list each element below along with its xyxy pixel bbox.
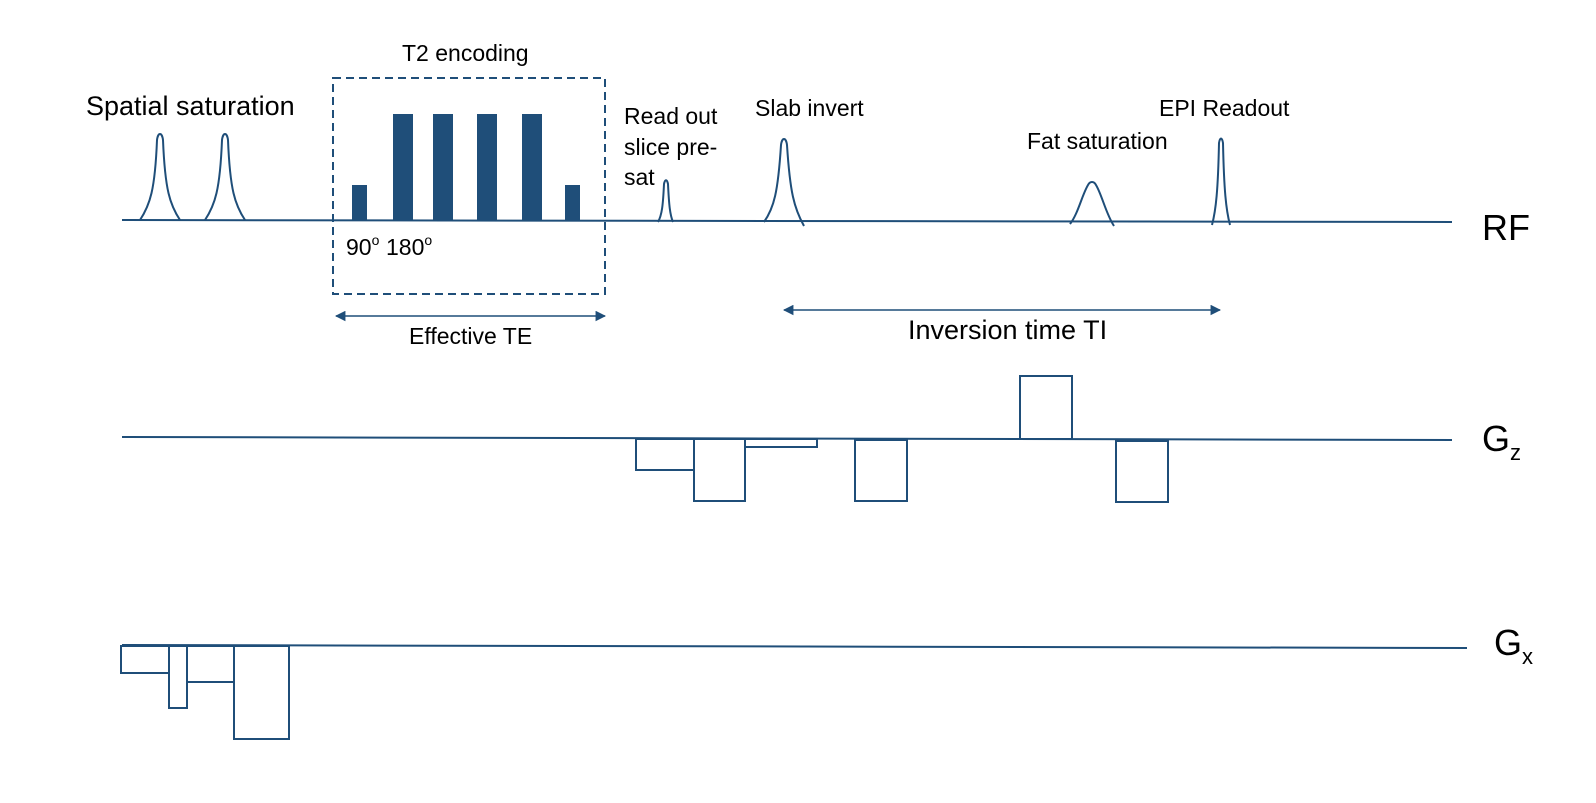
fat-saturation-pulse xyxy=(1069,181,1115,227)
t2-encoding-box xyxy=(332,77,606,295)
gz-lobe-3 xyxy=(744,438,818,448)
readout-slice-presat-label-line-3: sat xyxy=(624,164,655,190)
flip-angle-180-label: 180o xyxy=(386,232,432,260)
gx-baseline xyxy=(121,644,1468,649)
rf-axis-label: RF xyxy=(1482,207,1530,248)
t2-180-pulse-4 xyxy=(522,114,542,221)
angle-90-value: 90 xyxy=(346,234,372,260)
gz-lobe-2 xyxy=(693,438,746,502)
t2-90-degree-pulse xyxy=(352,185,367,221)
gz-lobe-positive xyxy=(1019,375,1073,440)
t2-180-pulse-2 xyxy=(433,114,453,221)
readout-slice-presat-pulse xyxy=(657,179,674,223)
spatial-saturation-pulse-1 xyxy=(139,133,181,221)
t2-90-degree-return-pulse xyxy=(565,185,580,221)
readout-slice-presat-label-line-2: slice pre- xyxy=(624,134,717,160)
spatial-saturation-pulse-2 xyxy=(204,133,246,221)
degree-symbol-90: o xyxy=(372,232,380,248)
effective-te-label: Effective TE xyxy=(409,323,532,349)
angle-180-value: 180 xyxy=(386,234,424,260)
epi-readout-pulse xyxy=(1211,137,1231,226)
gz-axis-base: G xyxy=(1482,418,1510,459)
gx-axis-base: G xyxy=(1494,622,1522,663)
spatial-saturation-label: Spatial saturation xyxy=(86,91,295,121)
t2-180-pulse-3 xyxy=(477,114,497,221)
gx-lobe-4 xyxy=(233,645,290,740)
slab-invert-label: Slab invert xyxy=(755,95,864,121)
t2-encoding-label: T2 encoding xyxy=(402,40,529,66)
gx-lobe-3 xyxy=(186,645,235,683)
readout-slice-presat-label-line-1: Read out xyxy=(624,103,718,129)
gx-axis-subscript: x xyxy=(1522,644,1533,669)
epi-readout-label: EPI Readout xyxy=(1159,95,1290,121)
slab-invert-pulse xyxy=(763,138,805,227)
gz-axis-subscript: z xyxy=(1510,440,1521,465)
t2-180-pulse-1 xyxy=(393,114,413,221)
degree-symbol-180: o xyxy=(424,232,432,248)
rf-baseline xyxy=(121,219,1453,223)
gx-axis-label: Gx xyxy=(1494,622,1533,669)
gz-lobe-1 xyxy=(635,438,695,471)
fat-saturation-label: Fat saturation xyxy=(1027,128,1168,154)
gx-lobe-2 xyxy=(168,645,188,709)
gz-axis-label: Gz xyxy=(1482,418,1521,465)
inversion-time-label: Inversion time TI xyxy=(908,315,1107,345)
flip-angle-90-label: 90o xyxy=(346,232,380,260)
gz-lobe-4 xyxy=(854,439,908,502)
gz-lobe-5 xyxy=(1115,440,1169,503)
gx-lobe-1 xyxy=(120,645,170,674)
